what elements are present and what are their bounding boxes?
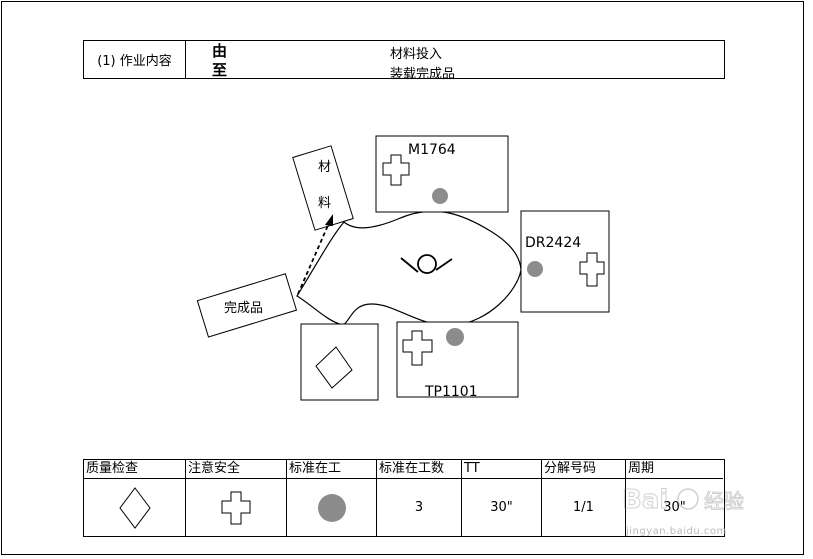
legend-header: 质量检查 [84, 460, 185, 479]
operator-icon [400, 254, 453, 274]
legend-header: 标准在工数 [377, 460, 461, 479]
standard-stock-circle [446, 328, 464, 346]
machine-dr2424-label: DR2424 [525, 235, 581, 251]
safety-cross-icon [579, 252, 605, 287]
material-char-1: 材 [318, 160, 331, 175]
legend-table: 质量检查 注意安全 标准在工 标准在工数 3 TT 30" 分解号码 1/1 [83, 459, 725, 537]
legend-col-quality: 质量检查 [84, 460, 186, 536]
material-flow-arrow [297, 222, 330, 295]
material-char-2: 料 [318, 196, 331, 211]
legend-col-standard-stock: 标准在工 [287, 460, 377, 536]
stock-count-value: 3 [414, 500, 424, 515]
watermark-url: jingyan.baidu.com [626, 526, 727, 537]
from-value: 材料投入 [390, 47, 443, 62]
finished-goods-label: 完成品 [224, 301, 263, 316]
work-content-label: (1) 作业内容 [84, 41, 186, 78]
cycle-value: 30" [663, 500, 686, 515]
quality-diamond-icon [315, 346, 353, 389]
legend-col-tt: TT 30" [462, 460, 542, 536]
svg-text:经验: 经验 [704, 489, 744, 513]
baidu-watermark-logo: Bai 经验 [622, 485, 745, 516]
legend-header: TT [462, 460, 541, 479]
safety-cross-icon [382, 154, 410, 186]
standard-stock-circle [527, 261, 543, 277]
machine-m1764-label: M1764 [408, 142, 456, 158]
finished-goods-box [196, 273, 298, 338]
legend-header: 分解号码 [542, 460, 625, 479]
work-content-header: (1) 作业内容 由 至 材料投入 装载完成品 [83, 40, 725, 82]
svg-text:Bai: Bai [622, 485, 668, 515]
material-box [292, 145, 354, 231]
cross-icon [221, 491, 251, 524]
safety-cross-icon [402, 330, 433, 366]
legend-header: 标准在工 [287, 460, 376, 479]
legend-col-safety: 注意安全 [186, 460, 287, 536]
legend-header: 注意安全 [186, 460, 286, 479]
standard-stock-circle [432, 188, 448, 204]
from-label: 由 [212, 42, 228, 60]
diamond-icon [118, 486, 151, 529]
arrow-head-icon [325, 214, 333, 226]
legend-col-stock-count: 标准在工数 3 [377, 460, 462, 536]
legend-col-breakdown-number: 分解号码 1/1 [542, 460, 626, 536]
legend-header: 周期 [626, 460, 723, 479]
to-value: 装载完成品 [390, 67, 456, 82]
page-frame [1, 1, 804, 555]
tt-value: 30" [490, 500, 513, 515]
legend-col-cycle: 周期 30" [626, 460, 723, 536]
to-label: 至 [212, 61, 228, 79]
circle-icon [317, 493, 346, 522]
breakdown-number-value: 1/1 [573, 500, 594, 515]
machine-tp1101-label: TP1101 [424, 384, 478, 400]
operator-walk-path [296, 210, 522, 326]
